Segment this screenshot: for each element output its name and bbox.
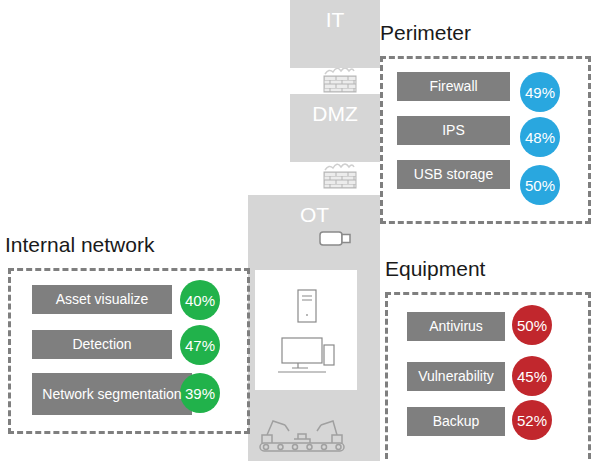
zone-band: OT	[248, 195, 380, 461]
node-label: 52%	[517, 412, 547, 429]
percent-circle: 50%	[520, 165, 560, 205]
control-box: IPS	[397, 116, 510, 145]
node-label: 47%	[185, 337, 215, 354]
percent-circle: 47%	[180, 325, 220, 365]
group-heading: Internal network	[5, 232, 154, 258]
node-label: Detection	[72, 336, 131, 353]
node-label: 49%	[525, 84, 555, 101]
control-box: USB storage	[397, 160, 510, 189]
node-label: 48%	[525, 129, 555, 146]
firewall-icon	[324, 164, 356, 188]
group-heading: Equipment	[385, 256, 485, 282]
robot-line	[260, 421, 344, 451]
node-label: DMZ	[290, 102, 380, 126]
node-label: IT	[290, 8, 380, 32]
node-label: IPS	[442, 122, 465, 139]
node-label: Firewall	[429, 78, 477, 95]
node-label: Backup	[433, 413, 480, 430]
percent-circle: 39%	[180, 373, 220, 413]
control-box: Vulnerability	[407, 362, 505, 391]
percent-circle: 40%	[180, 280, 220, 320]
node-label: 50%	[517, 317, 547, 334]
percent-circle: 50%	[512, 305, 552, 345]
node-label: 39%	[185, 385, 215, 402]
node-label: Asset visualize	[56, 291, 149, 308]
control-box: Backup	[407, 407, 505, 436]
node-label: 40%	[185, 292, 215, 309]
node-label: Vulnerability	[418, 368, 494, 385]
control-box: Asset visualize	[32, 285, 172, 314]
control-box: Network segmentation	[32, 373, 192, 415]
zone-band: IT	[290, 0, 380, 68]
percent-circle: 49%	[520, 72, 560, 112]
group-panel: Internal networkAsset visualize 40% Detect…	[5, 232, 250, 434]
usb-icon	[320, 232, 350, 245]
control-box: Detection	[32, 330, 172, 359]
percent-circle: 52%	[512, 400, 552, 440]
control-box: Antivirus	[407, 312, 505, 341]
node-label: USB storage	[414, 166, 493, 183]
node-label: OT	[300, 203, 380, 227]
group-panel: EquipmentAntivirus 50% Vulnerability 45% Bac…	[385, 256, 593, 461]
zone-band: DMZ	[290, 94, 380, 162]
group-heading: Perimeter	[380, 20, 471, 46]
firewall-icon	[324, 68, 356, 92]
percent-circle: 48%	[520, 117, 560, 157]
device-panel	[255, 270, 357, 390]
node-label: Network segmentation	[42, 386, 181, 403]
computer-icons	[278, 290, 334, 372]
node-label: 45%	[517, 368, 547, 385]
group-panel: PerimeterFirewall 49% IPS 48% USB storage 50%	[380, 20, 593, 225]
percent-circle: 45%	[512, 356, 552, 396]
control-box: Firewall	[397, 72, 510, 101]
node-label: 50%	[525, 177, 555, 194]
node-label: Antivirus	[429, 318, 483, 335]
ot-illustration	[248, 195, 380, 461]
